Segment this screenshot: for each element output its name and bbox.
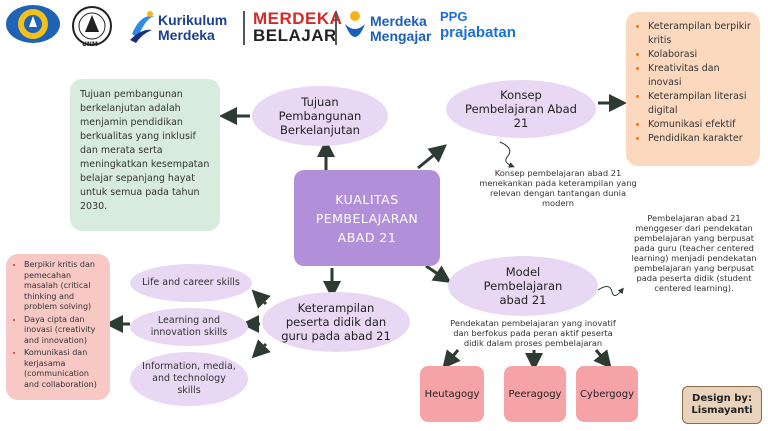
arrow-to-konsep bbox=[417, 144, 447, 170]
model-note-right: Pembelajaran abad 21 menggeser dari pend… bbox=[631, 213, 757, 293]
design-credit-line2: Lismayanti bbox=[691, 405, 753, 416]
model-node: Model Pembelajaran abad 21 bbox=[448, 256, 598, 316]
life-career-skills-node: Life and career skills bbox=[130, 264, 252, 302]
merdeka-mengajar-logo: Merdeka Mengajar bbox=[342, 10, 437, 48]
merdeka-line2: BELAJAR bbox=[253, 26, 337, 45]
heutagogy-card: Heutagogy bbox=[420, 366, 484, 422]
keterampilan-title-line1: Keterampilan bbox=[297, 301, 375, 315]
arrow-to-life-skills bbox=[251, 289, 271, 309]
header-divider bbox=[335, 11, 337, 45]
central-topic: KUALITAS PEMBELAJARAN ABAD 21 bbox=[294, 170, 440, 266]
model-title-line3: abad 21 bbox=[499, 293, 547, 307]
unm-emblem-icon bbox=[72, 6, 112, 46]
peeragogy-card: Peeragogy bbox=[504, 366, 566, 422]
arrow-to-info-skills bbox=[251, 339, 271, 359]
keterampilan-title-line2: peserta didik dan bbox=[285, 315, 387, 329]
cybergogy-card: Cybergogy bbox=[576, 366, 638, 422]
design-credit: Design by: Lismayanti bbox=[682, 386, 762, 424]
konsep-skill-item: Kreativitas dan inovasi bbox=[648, 62, 754, 90]
learning-skills-list: Berpikir kritis dan pemecahan masalah (c… bbox=[10, 260, 106, 390]
info-skills-line3: skills bbox=[177, 385, 201, 396]
konsep-title-line2: Pembelajaran Abad bbox=[465, 102, 577, 116]
central-line2: PEMBELAJARAN bbox=[315, 210, 419, 226]
konsep-skill-item: Keterampilan literasi digital bbox=[648, 90, 754, 118]
konsep-note: Konsep pembelajaran abad 21 menekankan p… bbox=[479, 168, 637, 208]
learning-skills-list-box: Berpikir kritis dan pemecahan masalah (c… bbox=[6, 254, 110, 400]
arrow-to-cybergogy bbox=[593, 349, 612, 369]
squiggle-model-note bbox=[597, 286, 624, 296]
header-divider bbox=[243, 11, 245, 45]
cybergogy-label: Cybergogy bbox=[579, 388, 635, 400]
konsep-skills-box: Keterampilan berpikir kritis Kolaborasi … bbox=[626, 12, 760, 166]
kurikulum-line2: Merdeka bbox=[158, 27, 215, 43]
keterampilan-node: Keterampilan peserta didik dan guru pada… bbox=[262, 292, 410, 352]
tujuan-description-box: Tujuan pembangunan berkelanjutan adalah … bbox=[70, 79, 220, 231]
learning-skill-item: Komunikasi dan kerjasama (communication … bbox=[24, 348, 106, 390]
kurikulum-swoosh-icon bbox=[130, 11, 154, 43]
mengajar-line1: Merdeka bbox=[370, 13, 427, 29]
tujuan-title-line3: Berkelanjutan bbox=[280, 123, 360, 137]
mengajar-figure-icon bbox=[345, 11, 365, 37]
squiggle-konsep-note bbox=[499, 141, 515, 168]
learning-skill-item: Berpikir kritis dan pemecahan masalah (c… bbox=[24, 260, 106, 313]
info-skills-line1: Information, media, bbox=[142, 361, 236, 372]
central-line1: KUALITAS bbox=[335, 191, 399, 207]
konsep-skill-item: Pendidikan karakter bbox=[648, 132, 754, 146]
heutagogy-label: Heutagogy bbox=[424, 388, 480, 400]
merdeka-line1: MERDEKA bbox=[253, 9, 343, 28]
merdeka-belajar-logo: MERDEKA BELAJAR bbox=[253, 9, 343, 46]
peeragogy-label: Peeragogy bbox=[508, 388, 562, 400]
unm-logo: UNM bbox=[66, 6, 118, 50]
learning-skills-line1: Learning and bbox=[157, 315, 221, 326]
konsep-skill-item: Komunikasi efektif bbox=[648, 118, 754, 132]
tujuan-title-line1: Tujuan bbox=[301, 95, 339, 109]
konsep-skill-item: Kolaborasi bbox=[648, 48, 754, 62]
kurikulum-line1: Kurikulum bbox=[158, 12, 228, 28]
learning-innovation-skills-node: Learning and innovation skills bbox=[130, 308, 248, 346]
learning-skill-item: Daya cipta dan inovasi (creativity and i… bbox=[24, 315, 106, 347]
model-title-line2: Pembelajaran bbox=[483, 279, 563, 293]
tujuan-description: Tujuan pembangunan berkelanjutan adalah … bbox=[80, 89, 210, 212]
mengajar-line2: Mengajar bbox=[370, 28, 432, 44]
tujuan-node: Tujuan Pembangunan Berkelanjutan bbox=[252, 86, 388, 146]
model-note-bottom: Pendekatan pembelajaran yang inovatif da… bbox=[450, 318, 616, 348]
kemdikbud-logo bbox=[6, 5, 60, 43]
central-line3: ABAD 21 bbox=[337, 229, 397, 245]
konsep-node: Konsep Pembelajaran Abad 21 bbox=[446, 80, 596, 138]
konsep-title-line1: Konsep bbox=[500, 88, 542, 102]
learning-skills-line2: innovation skills bbox=[150, 327, 228, 338]
info-skills-line2: and technology bbox=[152, 373, 226, 384]
information-media-skills-node: Information, media, and technology skill… bbox=[130, 352, 248, 406]
kurikulum-merdeka-logo: Kurikulum Merdeka bbox=[128, 10, 240, 46]
konsep-title-line3: 21 bbox=[513, 116, 529, 130]
arrow-to-heutagogy bbox=[442, 349, 461, 369]
ppg-line1: PPG bbox=[440, 9, 468, 24]
konsep-skills-list: Keterampilan berpikir kritis Kolaborasi … bbox=[634, 20, 754, 146]
design-credit-line1: Design by: bbox=[692, 393, 752, 404]
ppg-line2: prajabatan bbox=[440, 24, 516, 41]
keterampilan-title-line3: guru pada abad 21 bbox=[281, 329, 391, 343]
kemdikbud-emblem-icon bbox=[18, 9, 48, 39]
ppg-prajabatan-logo: PPG prajabatan bbox=[440, 9, 530, 49]
tujuan-title-line2: Pembangunan bbox=[278, 109, 362, 123]
unm-label: UNM bbox=[82, 41, 98, 48]
model-title-line1: Model bbox=[505, 265, 541, 279]
arrow-to-model bbox=[425, 264, 452, 283]
konsep-skill-item: Keterampilan berpikir kritis bbox=[648, 20, 754, 48]
life-career-skills-label: Life and career skills bbox=[142, 277, 240, 288]
